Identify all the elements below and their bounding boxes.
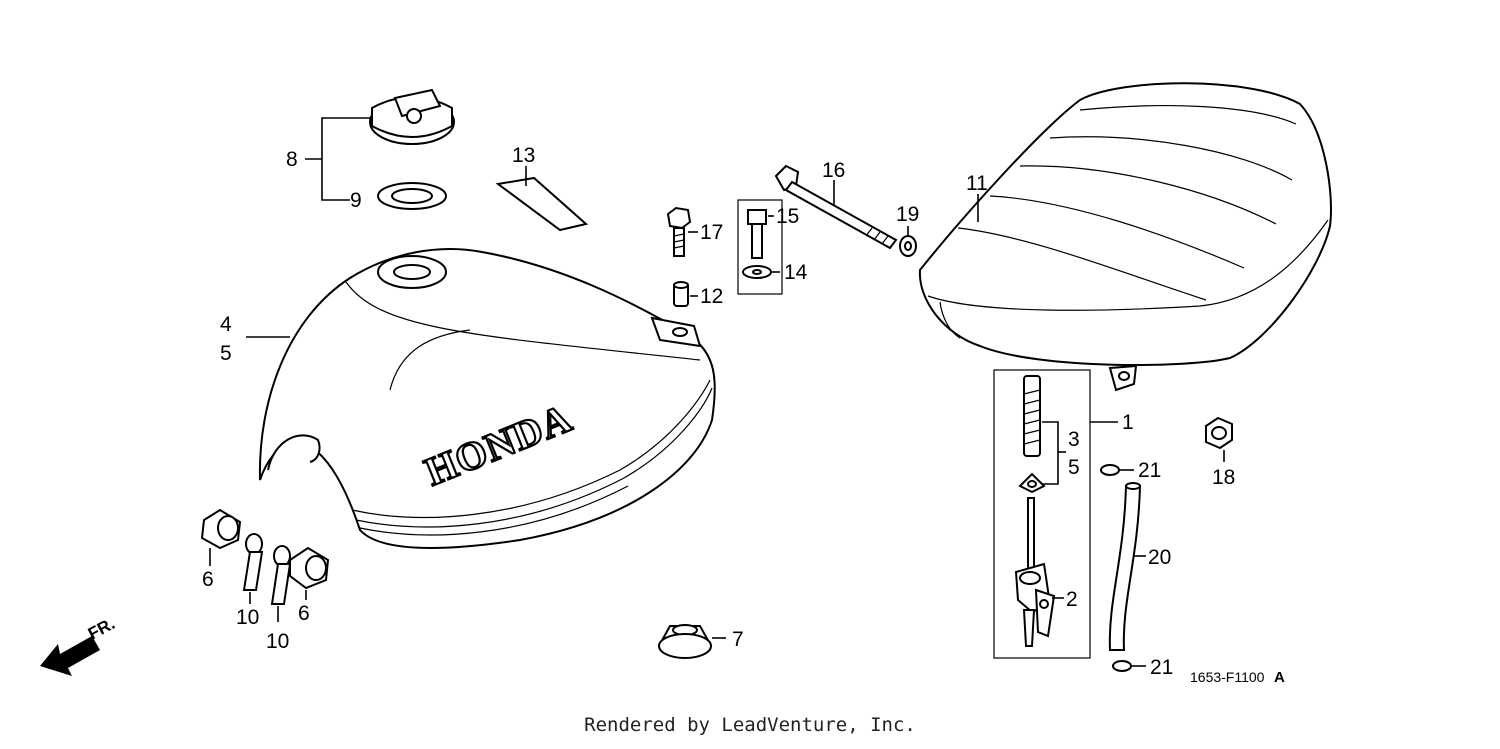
callout-15: 15 xyxy=(776,205,799,228)
seat[interactable] xyxy=(918,82,1332,392)
fuel-valve-bracket xyxy=(993,369,1091,659)
callout-5-tank: 5 xyxy=(220,342,232,365)
tube-clip-bottom[interactable] xyxy=(1112,660,1132,672)
clip-left[interactable] xyxy=(242,533,264,591)
fuel-cap[interactable] xyxy=(369,88,455,145)
tube-clip-top[interactable] xyxy=(1100,464,1120,476)
washer-19[interactable] xyxy=(899,235,917,257)
callout-10-right: 10 xyxy=(266,630,289,653)
nut-18[interactable] xyxy=(1205,416,1233,450)
leader-8-9 xyxy=(321,117,372,201)
bolt-15[interactable] xyxy=(747,209,767,259)
callout-5-valve: 5 xyxy=(1068,456,1080,479)
diagram-code-suffix: A xyxy=(1274,669,1285,686)
callout-11: 11 xyxy=(966,172,988,195)
clip-right[interactable] xyxy=(270,545,292,605)
long-bolt-16[interactable] xyxy=(774,164,898,250)
washer-14[interactable] xyxy=(742,265,772,279)
tank-emblem-strip[interactable] xyxy=(495,176,589,232)
strainer-gasket-5[interactable] xyxy=(1018,472,1046,494)
callout-9: 9 xyxy=(350,189,362,212)
fuel-tank[interactable]: HONDA xyxy=(258,248,716,550)
callout-1: 1 xyxy=(1122,411,1134,434)
callout-19: 19 xyxy=(896,203,919,226)
callout-10-left: 10 xyxy=(236,606,259,629)
callout-13: 13 xyxy=(512,144,535,167)
rubber-grommet[interactable] xyxy=(658,624,712,659)
flange-bolt-17[interactable] xyxy=(666,206,692,257)
callout-18: 18 xyxy=(1212,466,1235,489)
callout-17: 17 xyxy=(700,221,723,244)
callout-3: 3 xyxy=(1068,428,1080,451)
callout-16: 16 xyxy=(822,159,845,182)
tank-cushion-left[interactable] xyxy=(200,508,242,550)
footer-credit: Rendered by LeadVenture, Inc. xyxy=(584,714,916,736)
fuel-valve-2[interactable] xyxy=(1014,497,1056,647)
callout-21-bottom: 21 xyxy=(1150,656,1173,679)
callout-4: 4 xyxy=(220,313,232,336)
callout-21-top: 21 xyxy=(1138,459,1161,482)
callout-2: 2 xyxy=(1066,588,1078,611)
tank-cushion-right[interactable] xyxy=(289,546,330,590)
callout-8: 8 xyxy=(286,148,298,171)
fuel-strainer-3[interactable] xyxy=(1023,375,1041,457)
callout-6-right: 6 xyxy=(298,602,310,625)
diagram-code: 1653-F1100 xyxy=(1190,669,1265,685)
cap-gasket[interactable] xyxy=(377,182,447,210)
front-direction-arrow: FR. xyxy=(40,614,118,676)
callout-14: 14 xyxy=(784,261,808,284)
callout-6-left: 6 xyxy=(202,568,214,591)
callout-12: 12 xyxy=(700,285,723,308)
bolt-washer-bracket xyxy=(737,199,783,295)
callout-20: 20 xyxy=(1148,546,1171,569)
collar[interactable] xyxy=(673,281,689,307)
fuel-tube-20[interactable] xyxy=(1108,482,1142,651)
leader-3-5 xyxy=(1042,421,1059,485)
callout-7: 7 xyxy=(732,628,744,651)
